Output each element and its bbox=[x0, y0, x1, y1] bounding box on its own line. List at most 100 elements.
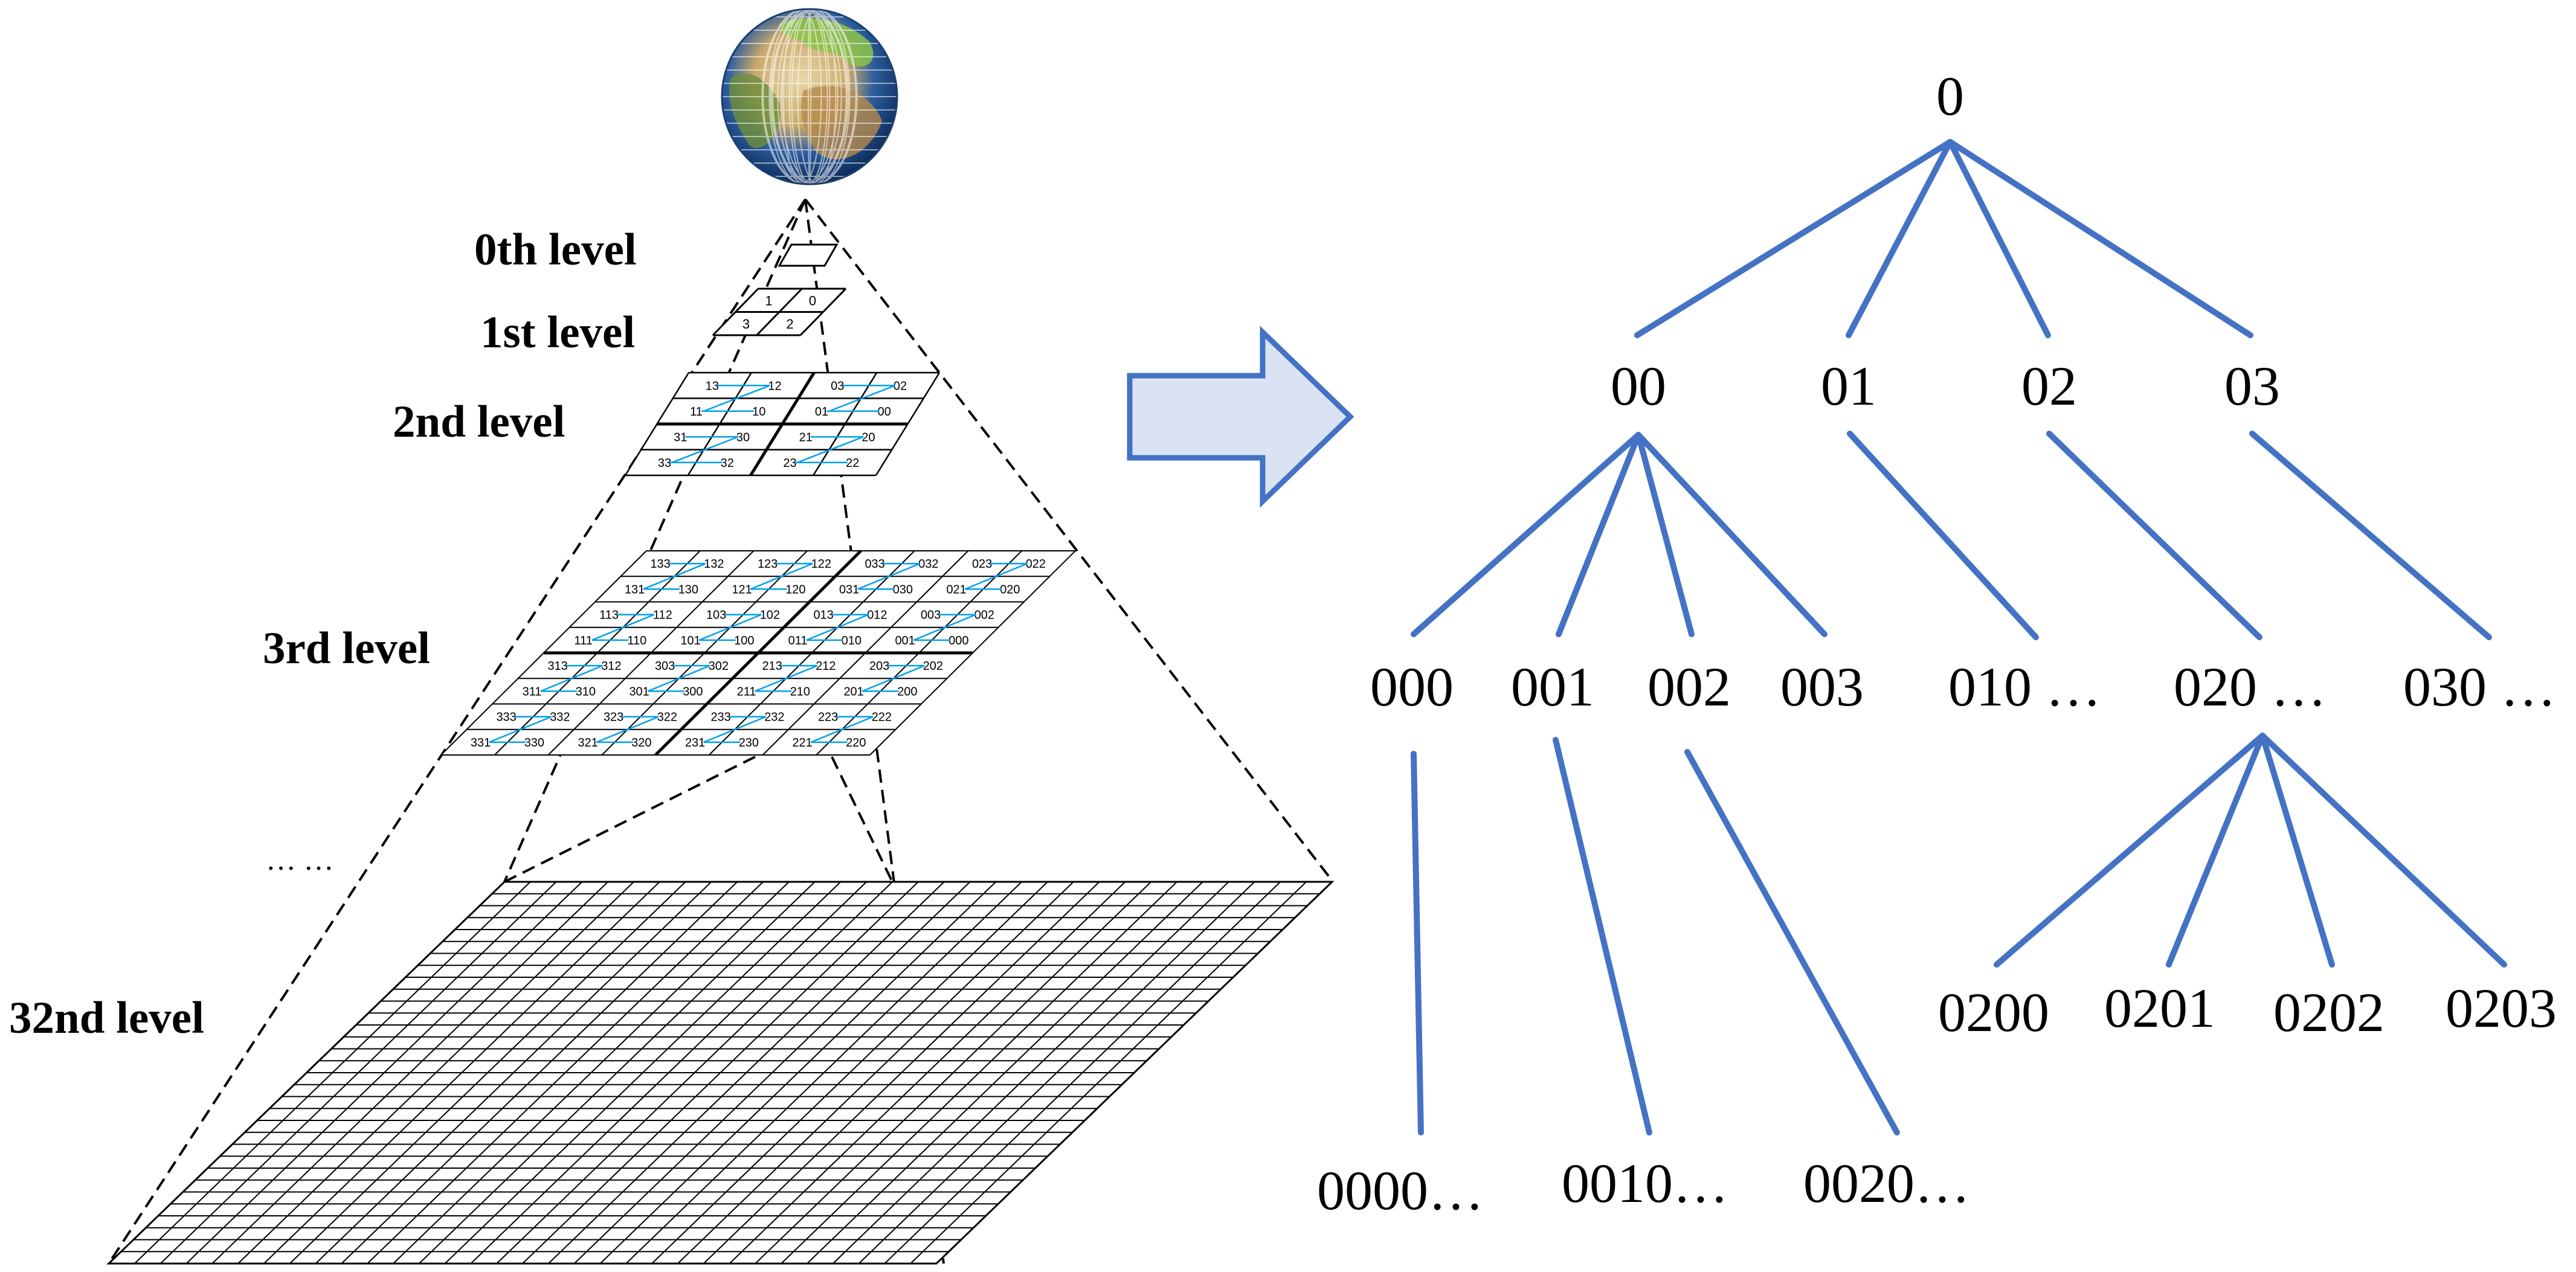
level-3-cell-label: 000 bbox=[948, 634, 968, 647]
level-3-cell-label: 320 bbox=[631, 736, 651, 750]
z-curve-segment bbox=[913, 614, 976, 641]
level-3-cell-label: 013 bbox=[813, 609, 833, 622]
level-1-cell-label: 2 bbox=[786, 316, 793, 332]
level-3-cell-label: 020 bbox=[1000, 583, 1020, 596]
z-curve-segment bbox=[643, 562, 706, 590]
level-3-cell-label: 132 bbox=[704, 557, 724, 571]
level-3-cell-label: 203 bbox=[869, 660, 889, 673]
level-3-cell-label: 333 bbox=[496, 711, 516, 724]
level-3-cell-label: 212 bbox=[816, 660, 836, 673]
level-3-cell-label: 330 bbox=[524, 736, 544, 750]
level-3-cell-label: 112 bbox=[653, 609, 672, 622]
level-2-cell-label: 11 bbox=[690, 405, 703, 419]
level-3-cell-label: 221 bbox=[792, 736, 812, 750]
z-curve-segment bbox=[806, 614, 869, 641]
level-3-cell-label: 202 bbox=[923, 660, 943, 673]
level-3-cell-label: 301 bbox=[629, 685, 649, 698]
z-curve-segment bbox=[703, 716, 767, 744]
level-3-cell-label: 010 bbox=[842, 634, 861, 647]
level-3-cell-label: 122 bbox=[811, 557, 831, 571]
level-3-cell-label: 302 bbox=[709, 660, 729, 673]
level-3-cell-label: 312 bbox=[601, 660, 621, 673]
tree-node: 00 bbox=[1611, 355, 1666, 417]
z-curve-segment bbox=[797, 436, 864, 463]
level-3-cell-label: 321 bbox=[578, 736, 597, 750]
right-arrow-icon bbox=[1127, 326, 1354, 508]
level-0-grid bbox=[778, 243, 839, 267]
z-curve-segment bbox=[964, 562, 1028, 590]
level-3-cell-label: 133 bbox=[650, 557, 670, 571]
z-curve-segment bbox=[750, 562, 813, 590]
level-3-cell-label: 223 bbox=[818, 711, 838, 724]
level-3-cell-label: 012 bbox=[867, 609, 887, 622]
tree-node: 0020… bbox=[1803, 1152, 1970, 1214]
level-2-cell-label: 31 bbox=[674, 431, 687, 444]
level-3-cell-label: 233 bbox=[710, 711, 730, 724]
level-2-cell-label: 20 bbox=[861, 431, 875, 444]
ellipsis-label: … … bbox=[266, 843, 334, 876]
level-3-cell-label: 101 bbox=[680, 634, 700, 647]
level-3-cell-label: 110 bbox=[627, 634, 646, 647]
level-3-cell-label: 201 bbox=[843, 685, 863, 698]
tree-edges bbox=[1411, 139, 2507, 1135]
z-curve-segment bbox=[810, 716, 874, 744]
z-curve-segment bbox=[755, 664, 818, 692]
level-2-cell-label: 33 bbox=[658, 457, 671, 470]
z-curve-segment bbox=[828, 385, 896, 412]
level-3-cell-label: 310 bbox=[576, 685, 596, 698]
tree-node: 01 bbox=[1821, 355, 1876, 417]
z-curve-segment bbox=[671, 436, 739, 463]
tree-node: 0202 bbox=[2273, 981, 2384, 1043]
level-3-cell-label: 002 bbox=[974, 609, 994, 622]
level-0-label: 0th level bbox=[474, 225, 637, 275]
tree-node: 000 bbox=[1370, 656, 1454, 718]
level-3-cell-label: 120 bbox=[785, 583, 805, 596]
tree-node: 003 bbox=[1780, 656, 1864, 718]
level-2-cell-label: 12 bbox=[768, 379, 781, 393]
z-curve-segment bbox=[647, 664, 710, 692]
level-3-cell-label: 322 bbox=[657, 711, 677, 724]
level-3-cell-label: 331 bbox=[471, 736, 491, 750]
level-32-grid bbox=[106, 881, 1335, 1265]
level-3-cell-label: 303 bbox=[655, 660, 675, 673]
level-1-label: 1st level bbox=[480, 307, 635, 358]
level-3-cell-label: 230 bbox=[739, 736, 759, 750]
level-2-label: 2nd level bbox=[393, 397, 565, 447]
level-3-cell-label: 300 bbox=[683, 685, 703, 698]
z-curve-segment bbox=[698, 614, 762, 641]
tree-node: 03 bbox=[2224, 355, 2280, 417]
level-2-cell-label: 23 bbox=[783, 457, 796, 470]
level-3-cell-label: 232 bbox=[764, 711, 784, 724]
level-3-cell-label: 003 bbox=[921, 609, 941, 622]
tree-node: 002 bbox=[1647, 656, 1731, 718]
tree-node: 0000… bbox=[1317, 1160, 1484, 1221]
tree-node-root: 0 bbox=[1936, 65, 1964, 127]
tree-node: 0010… bbox=[1562, 1152, 1728, 1214]
tree-node: 001 bbox=[1511, 656, 1594, 718]
level-2-cell-label: 10 bbox=[752, 405, 765, 419]
level-3-cell-label: 131 bbox=[625, 583, 645, 596]
level-3-cell-label: 103 bbox=[706, 609, 726, 622]
level-2-cell-label: 13 bbox=[706, 379, 719, 393]
tree-node: 0203 bbox=[2446, 977, 2557, 1039]
level-3-cell-label: 031 bbox=[839, 583, 859, 596]
z-curve-segment bbox=[591, 614, 655, 641]
level-3-cell-label: 231 bbox=[685, 736, 705, 750]
level-2-cell-label: 03 bbox=[831, 379, 844, 393]
z-curve-segment bbox=[596, 716, 659, 744]
level-3-cell-label: 121 bbox=[732, 583, 752, 596]
level-3-cell-label: 130 bbox=[678, 583, 698, 596]
level-32-label: 32nd level bbox=[9, 993, 204, 1043]
level-3-cell-label: 021 bbox=[946, 583, 966, 596]
z-curve-segment bbox=[540, 664, 604, 692]
level-3-cell-label: 323 bbox=[604, 711, 623, 724]
level-3-cell-label: 113 bbox=[599, 609, 619, 622]
level-3-cell-label: 332 bbox=[550, 711, 570, 724]
level-3-cell-label: 220 bbox=[846, 736, 866, 750]
level-3-cell-label: 033 bbox=[865, 557, 884, 571]
level-3-cell-label: 022 bbox=[1026, 557, 1046, 571]
